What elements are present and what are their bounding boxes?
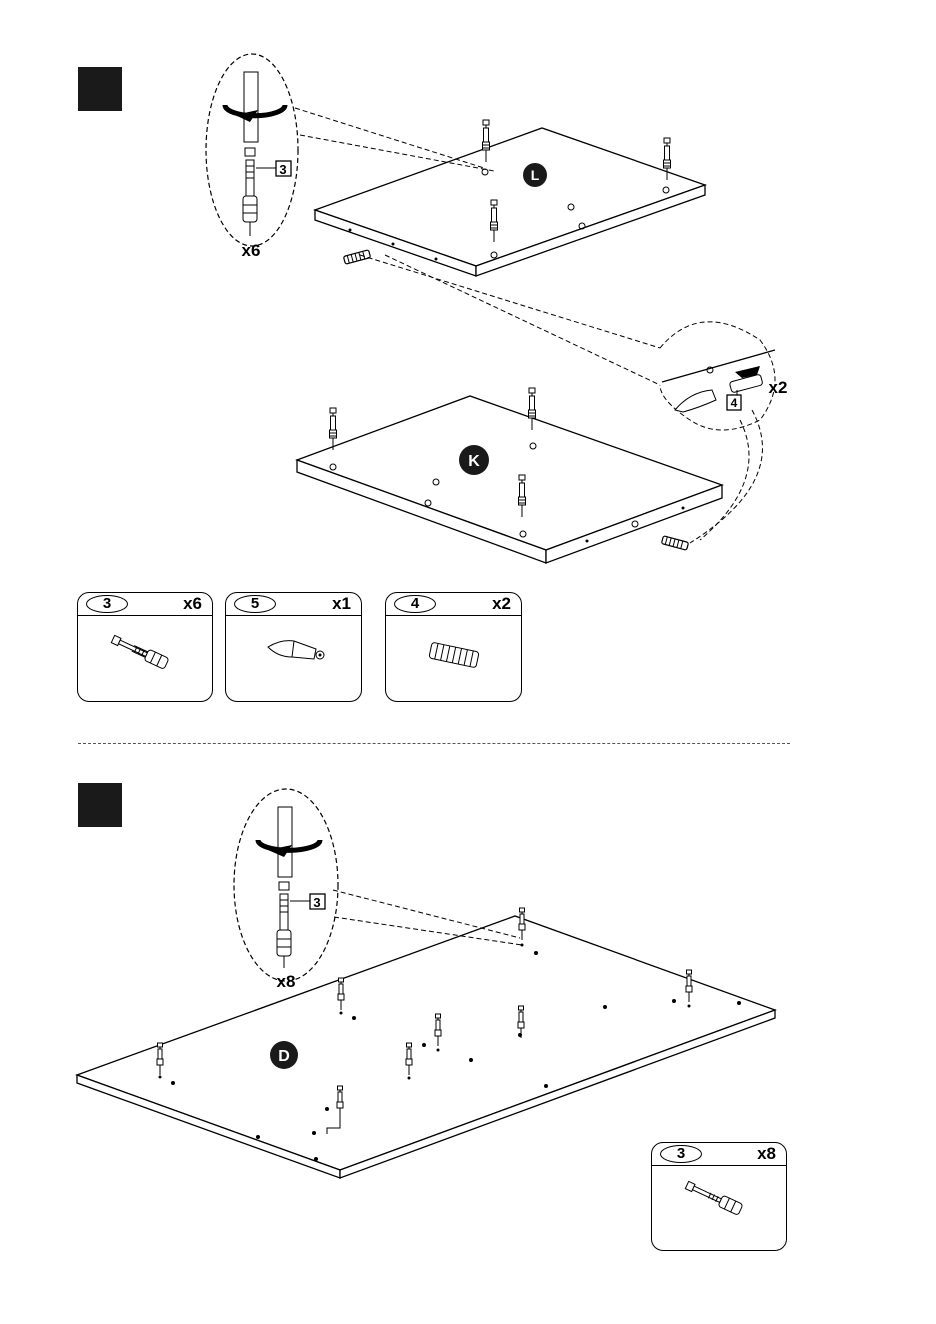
part-card-5: 5 x1 — [225, 592, 362, 702]
detail-top-quantity: x6 — [242, 241, 261, 260]
panel-L-label: L — [531, 167, 540, 183]
part-number: 4 — [394, 595, 436, 613]
part-quantity: x1 — [332, 594, 351, 614]
wood-dowel-icon — [386, 617, 521, 701]
detail-side-part-number: 4 — [731, 396, 738, 410]
part-card-3-step1: 3 x6 — [77, 592, 213, 702]
step-divider — [78, 743, 790, 744]
detail-side-quantity: x2 — [769, 378, 788, 397]
panel-K — [297, 388, 722, 563]
panel-D-label: D — [278, 1048, 290, 1065]
cam-bolt-icon — [78, 617, 212, 701]
part-card-3-step2: 3 x8 — [651, 1142, 787, 1251]
bullet-tool-icon — [226, 617, 361, 701]
panel-L — [315, 120, 705, 276]
detail-top-2-quantity: x8 — [277, 972, 296, 991]
detail-top-2-part-number: 3 — [313, 895, 320, 910]
panel-D — [77, 908, 775, 1178]
step-2-illustration: D 3 x8 — [0, 770, 936, 1200]
part-quantity: x6 — [183, 594, 202, 614]
part-quantity: x8 — [757, 1144, 776, 1164]
cam-bolt-icon — [652, 1167, 786, 1250]
part-card-4: 4 x2 — [385, 592, 522, 702]
detail-top-part-number: 3 — [279, 162, 286, 177]
part-quantity: x2 — [492, 594, 511, 614]
panel-K-label: K — [468, 453, 480, 470]
part-number: 3 — [660, 1145, 702, 1163]
part-number: 5 — [234, 595, 276, 613]
step-1-illustration: L K — [0, 0, 936, 600]
part-number: 3 — [86, 595, 128, 613]
